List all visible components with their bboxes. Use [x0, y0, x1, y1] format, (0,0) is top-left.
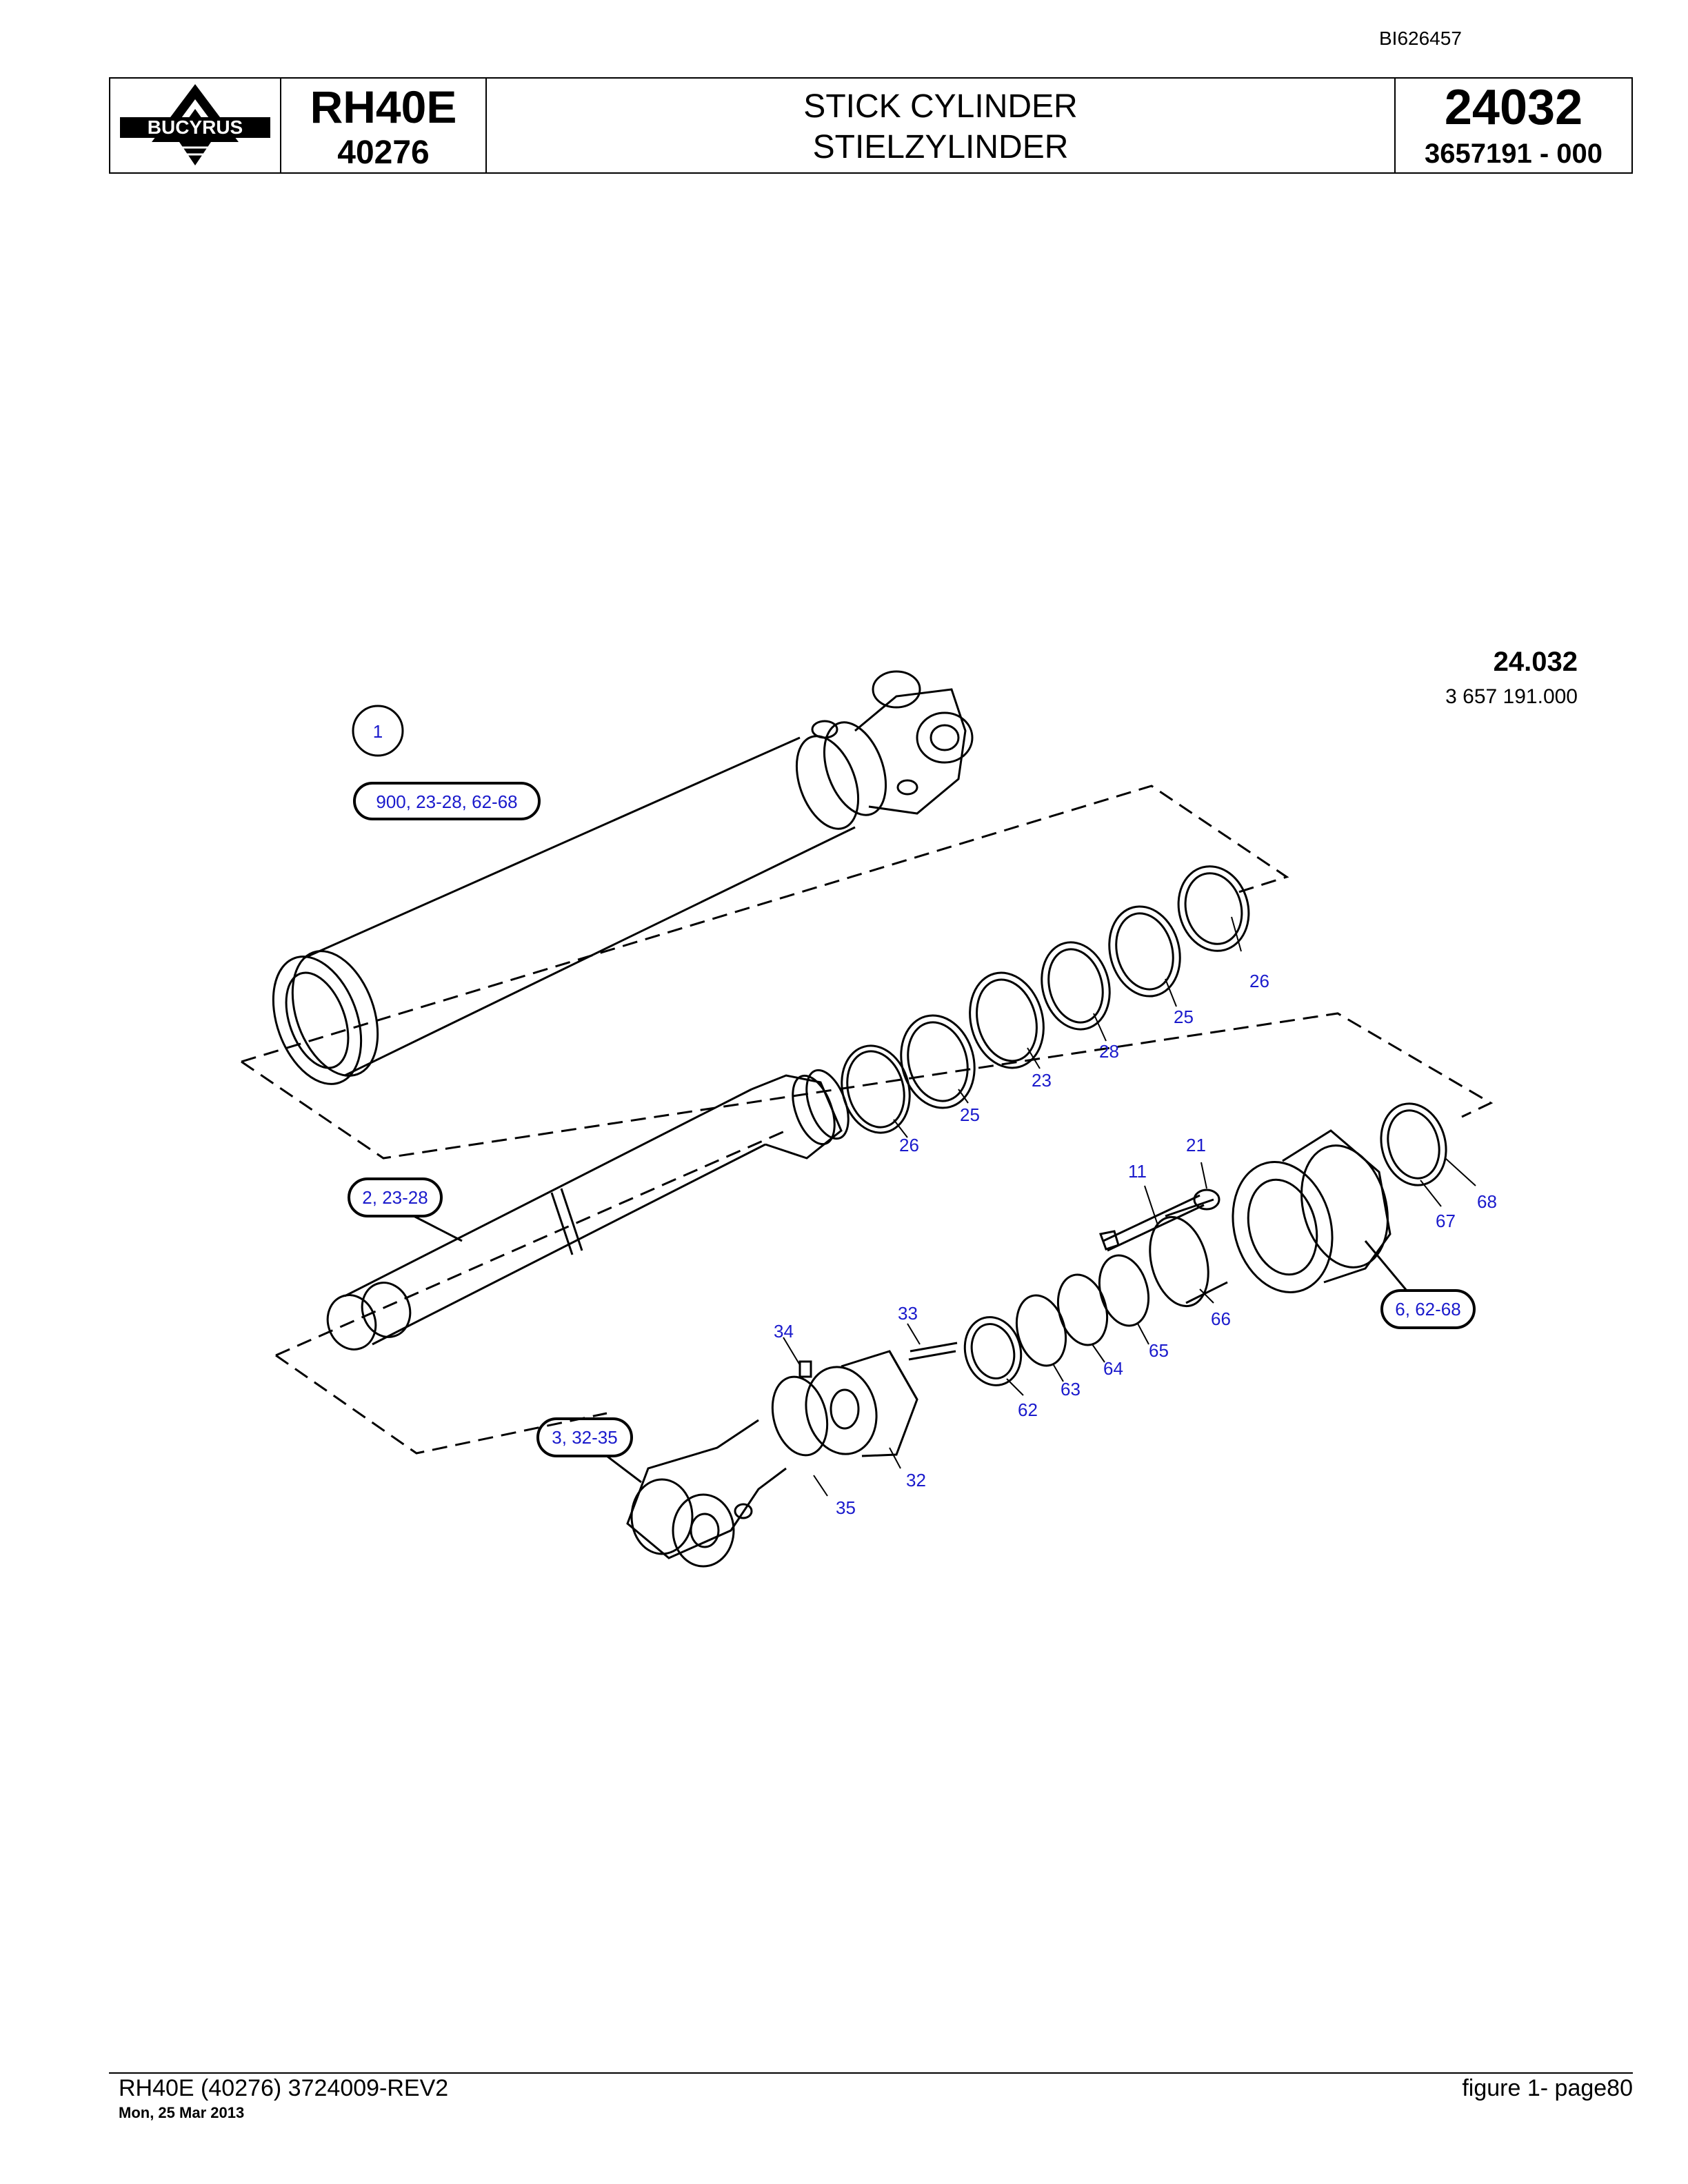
- logo-text: BUCYRUS: [148, 117, 243, 138]
- svg-text:1: 1: [373, 721, 383, 742]
- model-name: RH40E: [310, 81, 457, 132]
- piston-rod: [326, 1069, 850, 1351]
- callout-26-a: 26: [1249, 971, 1269, 991]
- part-number: 3657191 - 000: [1424, 139, 1602, 169]
- title-german: STIELZYLINDER: [812, 129, 1069, 165]
- reference-bubble-900: 900, 23-28, 62-68: [353, 782, 541, 820]
- callout-32: 32: [906, 1470, 926, 1490]
- bucyrus-logo: BUCYRUS: [120, 84, 270, 165]
- callout-leaders: [783, 916, 1476, 1497]
- callout-labels: 26 25 28 23 25 26 21 11 68 67 66 65 64 6…: [774, 971, 1497, 1518]
- footer-date: Mon, 25 Mar 2013: [119, 2104, 245, 2121]
- callout-65: 65: [1149, 1340, 1169, 1361]
- seal-rings-upper: [841, 865, 1250, 1134]
- svg-text:900, 23-28, 62-68: 900, 23-28, 62-68: [376, 791, 517, 812]
- callout-68: 68: [1477, 1191, 1497, 1212]
- document-id: BI626457: [1379, 28, 1462, 49]
- callout-35: 35: [836, 1497, 856, 1518]
- svg-text:6, 62-68: 6, 62-68: [1395, 1299, 1460, 1320]
- callout-11: 11: [1128, 1161, 1147, 1182]
- logo-cell: BUCYRUS: [110, 79, 281, 172]
- footer-rule: [109, 2072, 1633, 2074]
- svg-text:3, 32-35: 3, 32-35: [552, 1427, 617, 1448]
- callout-66: 66: [1211, 1308, 1231, 1329]
- assembly-outline-lower: [275, 1129, 787, 1455]
- group-number: 24032: [1444, 80, 1583, 135]
- callout-25-a: 25: [1174, 1007, 1194, 1027]
- cylinder-head: [1098, 1102, 1447, 1308]
- footer-page: figure 1- page80: [1462, 2075, 1633, 2101]
- cylinder-tube: [272, 670, 974, 1085]
- reference-bubble-1: 1: [352, 705, 404, 757]
- reference-bubble-6: 6, 62-68: [1364, 1240, 1476, 1329]
- group-cell: 24032 3657191 - 000: [1396, 79, 1631, 172]
- model-cell: RH40E 40276: [281, 79, 487, 172]
- seal-rings-lower: [963, 1254, 1149, 1386]
- serial-number: 40276: [337, 134, 430, 171]
- callout-26-b: 26: [899, 1135, 919, 1155]
- title-cell: STICK CYLINDER STIELZYLINDER: [487, 79, 1396, 172]
- title-block: BUCYRUS RH40E 40276 STICK CYLINDER STIEL…: [109, 77, 1633, 174]
- callout-63: 63: [1061, 1379, 1081, 1399]
- callout-33: 33: [898, 1303, 918, 1324]
- callout-62: 62: [1018, 1399, 1038, 1420]
- rod-eye-assembly: [626, 1342, 958, 1568]
- drawing-sub-id: 3 657 191.000: [1445, 685, 1578, 708]
- reference-bubble-2: 2, 23-28: [348, 1177, 463, 1242]
- callout-67: 67: [1436, 1211, 1456, 1231]
- drawing-id: 24.032: [1493, 647, 1578, 677]
- callout-21: 21: [1186, 1135, 1206, 1155]
- callout-23: 23: [1032, 1070, 1052, 1091]
- footer-document-ref: RH40E (40276) 3724009-REV2: [119, 2075, 449, 2101]
- svg-text:2, 23-28: 2, 23-28: [362, 1187, 428, 1208]
- callout-34: 34: [774, 1321, 794, 1342]
- assembly-outline-upper: [241, 785, 1494, 1160]
- title-english: STICK CYLINDER: [803, 88, 1078, 125]
- callout-28: 28: [1099, 1041, 1119, 1062]
- callout-25-b: 25: [960, 1104, 980, 1125]
- callout-64: 64: [1103, 1358, 1123, 1379]
- reference-bubble-3: 3, 32-35: [536, 1417, 642, 1484]
